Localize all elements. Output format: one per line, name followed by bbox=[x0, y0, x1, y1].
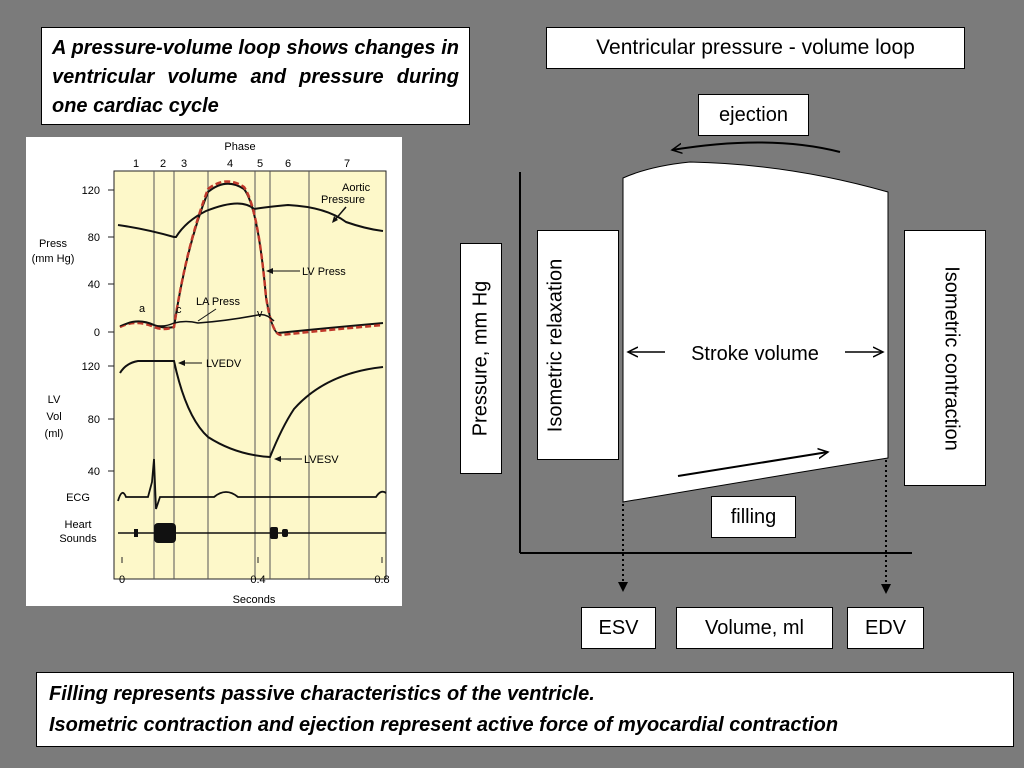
lv-press-label: LV Press bbox=[302, 266, 346, 278]
vol-tick-80: 80 bbox=[88, 414, 100, 426]
heart-sound-bursts bbox=[134, 523, 288, 543]
y-axis-label: Pressure, mm Hg bbox=[469, 280, 492, 437]
phase-7: 7 bbox=[344, 158, 350, 170]
isometric-relaxation-label: Isometric relaxation bbox=[545, 258, 568, 431]
ejection-label: ejection bbox=[698, 94, 809, 136]
ecg-trace bbox=[117, 458, 387, 510]
wiggers-svg: Phase 1 2 3 4 5 6 7 Press (mm Hg) 120 80… bbox=[32, 141, 390, 606]
lv-pressure-dashed bbox=[119, 180, 384, 337]
isometric-relaxation-text: Isometric relaxation bbox=[544, 258, 567, 432]
lv-volume-curve bbox=[119, 360, 384, 459]
isometric-contraction-text: Isometric contraction bbox=[940, 265, 963, 451]
wave-a-label: a bbox=[139, 303, 146, 315]
vol-unit: (ml) bbox=[45, 428, 64, 440]
isometric-contraction-box: Isometric contraction bbox=[904, 230, 986, 486]
x-tick-0-4: 0.4 bbox=[250, 574, 265, 586]
edv-text: EDV bbox=[864, 616, 907, 639]
phase-2: 2 bbox=[160, 158, 166, 170]
vol-tick-40: 40 bbox=[88, 466, 100, 478]
lvesv-label: LVESV bbox=[304, 454, 339, 466]
filling-label: filling bbox=[711, 496, 796, 538]
aortic-label-1: Aortic bbox=[342, 182, 371, 194]
esv-label: ESV bbox=[581, 607, 656, 649]
filling-arrow bbox=[677, 452, 828, 477]
heart-sounds-label-1: Heart bbox=[65, 519, 92, 531]
pv-loop-shape bbox=[622, 161, 889, 503]
la-pressure-curve bbox=[119, 313, 275, 327]
press-unit: (mm Hg) bbox=[32, 253, 75, 265]
press-tick-0: 0 bbox=[94, 327, 100, 339]
loop-title: Ventricular pressure - volume loop bbox=[546, 27, 965, 69]
filling-text: filling bbox=[730, 505, 777, 528]
phase-3: 3 bbox=[181, 158, 187, 170]
wiggers-diagram: Phase 1 2 3 4 5 6 7 Press (mm Hg) 120 80… bbox=[26, 137, 402, 606]
wiggers-panel bbox=[113, 170, 387, 580]
vol-label-lv: LV bbox=[48, 394, 61, 406]
ejection-arrow bbox=[672, 141, 841, 152]
phase-dividers bbox=[153, 171, 310, 579]
volume-axis-label: Volume, ml bbox=[676, 607, 833, 649]
y-axis-label-box: Pressure, mm Hg bbox=[460, 243, 502, 474]
press-label: Press bbox=[39, 238, 68, 250]
top-caption: A pressure-volume loop shows changes in … bbox=[41, 27, 470, 125]
x-axis-label: Seconds bbox=[233, 594, 276, 606]
ejection-text: ejection bbox=[719, 103, 788, 126]
volume-axis-text: Volume, ml bbox=[705, 616, 804, 639]
press-tick-40: 40 bbox=[88, 279, 100, 291]
x-tick-0: 0 bbox=[119, 574, 125, 586]
bottom-caption-line-1: Filling represents passive characteristi… bbox=[49, 683, 595, 705]
stroke-volume-label: Stroke volume bbox=[691, 343, 819, 365]
phase-1: 1 bbox=[133, 158, 139, 170]
ecg-label: ECG bbox=[66, 492, 90, 504]
phase-6: 6 bbox=[285, 158, 291, 170]
isometric-relaxation-box: Isometric relaxation bbox=[537, 230, 619, 460]
press-tick-120: 120 bbox=[82, 185, 100, 197]
vol-tick-120: 120 bbox=[82, 361, 100, 373]
lvedv-label: LVEDV bbox=[206, 358, 242, 370]
edv-label: EDV bbox=[847, 607, 924, 649]
top-caption-text: A pressure-volume loop shows changes in … bbox=[52, 37, 459, 117]
x-tick-0-8: 0.8 bbox=[374, 574, 389, 586]
bottom-caption-line-2: Isometric contraction and ejection repre… bbox=[49, 714, 839, 736]
phase-title: Phase bbox=[224, 141, 255, 153]
wave-v-label: v bbox=[257, 308, 263, 320]
vol-label-vol: Vol bbox=[46, 411, 61, 423]
press-tick-80: 80 bbox=[88, 232, 100, 244]
aortic-label-2: Pressure bbox=[321, 194, 365, 206]
phase-4: 4 bbox=[227, 158, 233, 170]
loop-title-text: Ventricular pressure - volume loop bbox=[596, 36, 915, 59]
wave-c-label: c bbox=[176, 304, 182, 316]
esv-text: ESV bbox=[598, 616, 639, 639]
la-press-label: LA Press bbox=[196, 296, 241, 308]
isometric-contraction-label: Isometric contraction bbox=[940, 266, 963, 451]
phase-5: 5 bbox=[257, 158, 263, 170]
heart-sounds-label-2: Sounds bbox=[59, 533, 97, 545]
bottom-caption: Filling represents passive characteristi… bbox=[36, 672, 1014, 747]
